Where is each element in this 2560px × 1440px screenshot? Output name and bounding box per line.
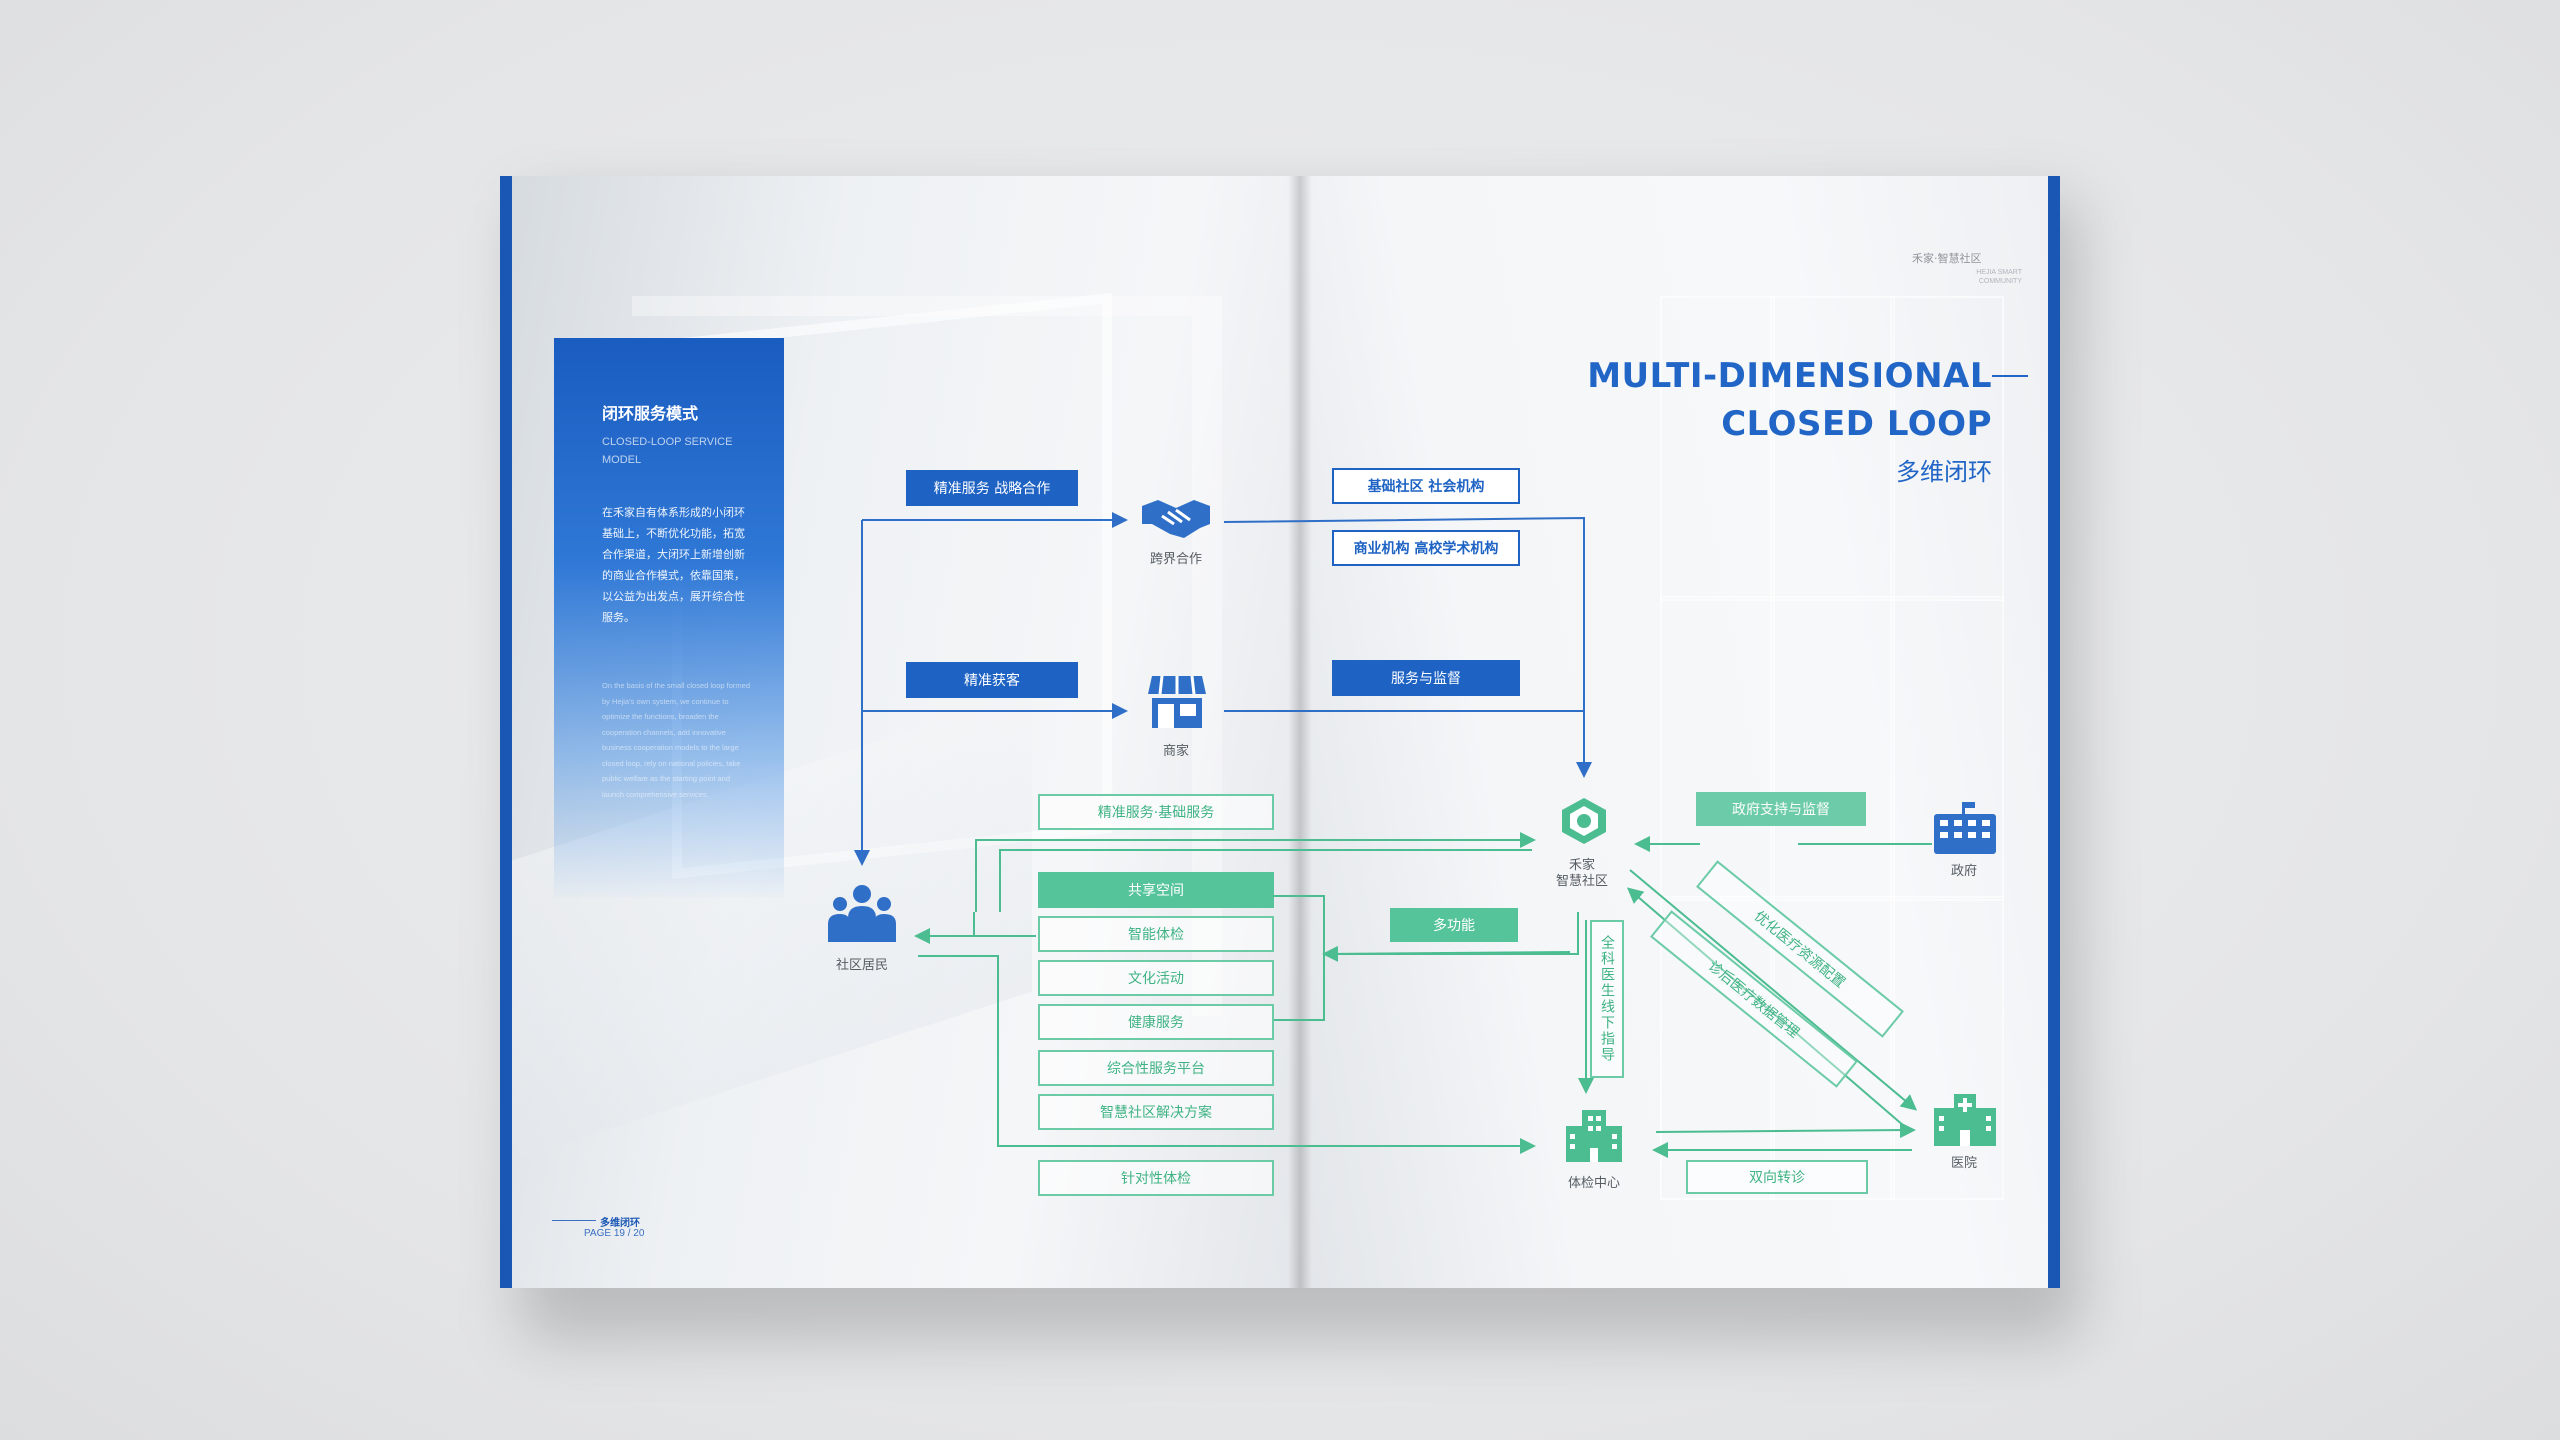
book-gutter — [1288, 176, 1312, 1288]
brand-name: 禾家·智慧社区 — [1912, 252, 1982, 265]
label-two-way-referral: 双向转诊 — [1686, 1160, 1868, 1194]
label-gp-guidance: 全科医生线下指导 — [1590, 920, 1624, 1078]
node-cross-border: 跨界合作 — [1149, 552, 1202, 567]
node-residents: 社区居民 — [835, 958, 888, 973]
label-multi-function: 多功能 — [1390, 908, 1518, 942]
label-basic-social: 基础社区 社会机构 — [1332, 468, 1520, 504]
government-building-icon — [1934, 802, 1996, 854]
page-title-en: MULTI-DIMENSIONAL CLOSED LOOP — [1587, 352, 1992, 448]
bg-window — [1660, 296, 2004, 1200]
service-item: 健康服务 — [1038, 1004, 1274, 1040]
brand-name-en: HEJIA SMART COMMUNITY — [1976, 269, 2022, 285]
service-item: 智慧社区解决方案 — [1038, 1094, 1274, 1130]
bg-window-mullion — [1770, 296, 1775, 1200]
footer-label: 多维闭环 — [600, 1218, 640, 1229]
node-hejia: 禾家 智慧社区 — [1536, 858, 1628, 890]
service-item: 文化活动 — [1038, 960, 1274, 996]
label-gov-support: 政府支持与监督 — [1696, 792, 1866, 826]
panel-subtitle: CLOSED-LOOP SERVICE MODEL — [602, 436, 733, 466]
panel-body-cn: 在禾家自有体系形成的小闭环基础上，不断优化功能，拓宽合作渠道，大闭环上新增创新的… — [602, 506, 745, 624]
footer-line — [552, 1220, 596, 1221]
store-icon — [1148, 675, 1206, 728]
title-line-1: MULTI-DIMENSIONAL — [1587, 356, 1992, 396]
intro-panel: 闭环服务模式 CLOSED-LOOP SERVICE MODEL 在禾家自有体系… — [554, 338, 784, 898]
left-page: 闭环服务模式 CLOSED-LOOP SERVICE MODEL 在禾家自有体系… — [500, 176, 1300, 1288]
label-service-supervision: 服务与监督 — [1332, 660, 1520, 696]
checkup-center-icon — [1566, 1110, 1622, 1162]
hospital-icon — [1934, 1094, 1996, 1146]
service-item: 智能体检 — [1038, 916, 1274, 952]
bg-window-transom — [1660, 596, 2004, 601]
panel-body-en: On the basis of the small closed loop fo… — [602, 681, 750, 799]
node-checkup-center: 体检中心 — [1567, 1176, 1620, 1191]
node-hejia-line1: 禾家 — [1568, 858, 1595, 873]
node-hejia-line2: 智慧社区 — [1555, 874, 1608, 889]
panel-title: 闭环服务模式 — [602, 404, 699, 423]
hejia-logo-icon — [1562, 798, 1606, 844]
residents-icon — [828, 885, 896, 942]
label-business-academic: 商业机构 高校学术机构 — [1332, 530, 1520, 566]
title-line-2: CLOSED LOOP — [1721, 404, 1992, 444]
page-number: PAGE 19 / 20 — [584, 1228, 645, 1239]
label-targeted-checkup: 针对性体检 — [1038, 1160, 1274, 1196]
service-item: 共享空间 — [1038, 872, 1274, 908]
node-government: 政府 — [1950, 864, 1977, 879]
title-accent-line — [1992, 375, 2028, 377]
label-precise-basic: 精准服务·基础服务 — [1038, 794, 1274, 830]
label-precise-acquire: 精准获客 — [906, 662, 1078, 698]
handshake-icon — [1142, 500, 1210, 538]
node-hospital: 医院 — [1950, 1156, 1977, 1171]
label-precise-strategy: 精准服务 战略合作 — [906, 470, 1078, 506]
page-title-cn: 多维闭环 — [1896, 458, 1992, 486]
bg-window-mullion — [1890, 296, 1895, 1200]
node-merchant: 商家 — [1162, 744, 1189, 759]
service-item: 综合性服务平台 — [1038, 1050, 1274, 1086]
